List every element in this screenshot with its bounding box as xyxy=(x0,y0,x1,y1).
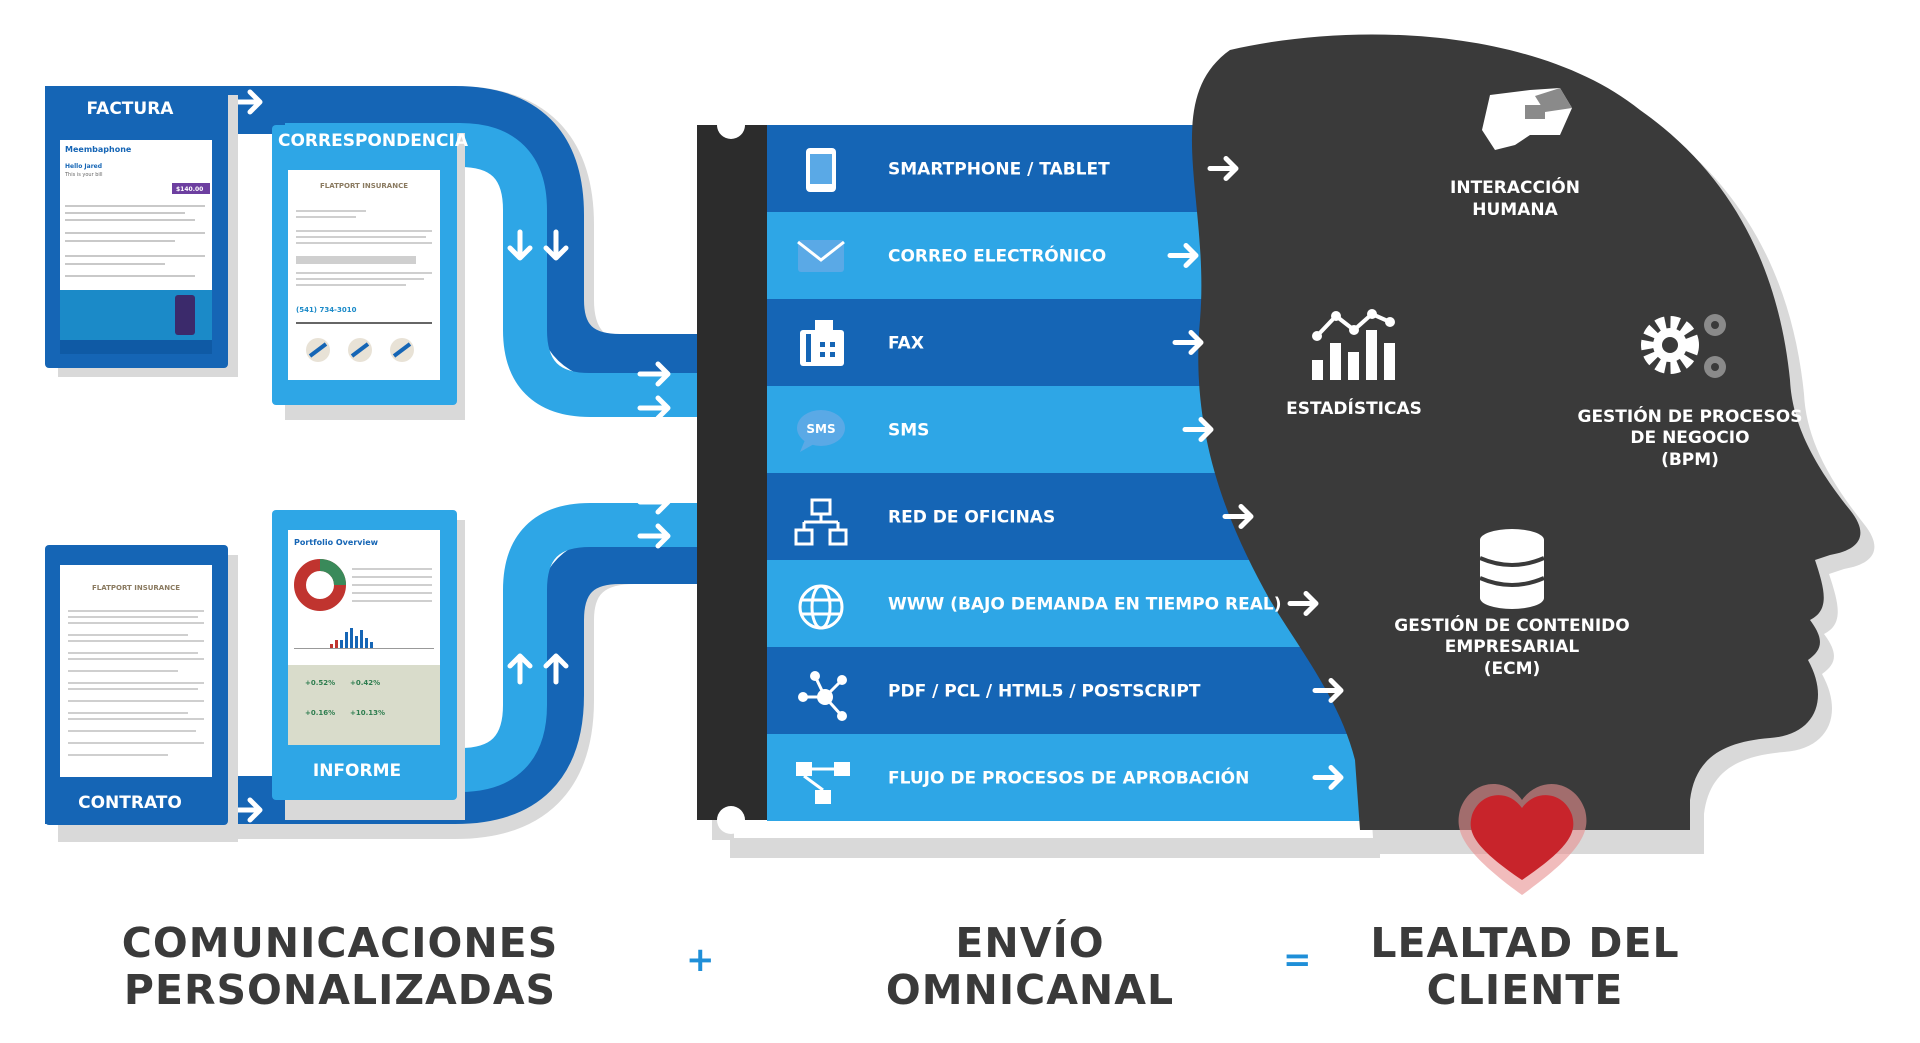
svg-text:SMS: SMS xyxy=(806,422,835,436)
label-informe: INFORME xyxy=(313,761,401,781)
equals-sign: = xyxy=(1283,940,1312,980)
factura-card: Meembaphone Hello Jared This is your bil… xyxy=(45,88,228,368)
report-value-1: +0.52% xyxy=(305,679,335,687)
label-factura: FACTURA xyxy=(87,99,175,119)
database-icon xyxy=(1479,529,1545,609)
label-ecm-2: EMPRESARIAL xyxy=(1445,637,1580,657)
fax-icon xyxy=(800,320,844,366)
title-lealtad: LEALTAD DEL CLIENTE xyxy=(1370,919,1680,1014)
report-value-4: +10.13% xyxy=(350,709,385,717)
channel-label-7: PDF / PCL / HTML5 / POSTSCRIPT xyxy=(888,682,1201,702)
channel-label-3: FAX xyxy=(888,334,924,354)
workflow-icon xyxy=(796,762,850,804)
label-estadisticas: ESTADÍSTICAS xyxy=(1286,397,1422,419)
title-comunicaciones: COMUNICACIONES PERSONALIZADAS xyxy=(121,919,559,1014)
channel-arrow-2 xyxy=(1167,243,1199,268)
smartphone-icon xyxy=(806,148,836,192)
channel-label-1: SMARTPHONE / TABLET xyxy=(888,160,1110,180)
plus-sign: + xyxy=(686,940,715,980)
invoice-amount: $140.00 xyxy=(176,186,203,193)
report-value-3: +0.16% xyxy=(305,709,335,717)
invoice-greeting: Hello Jared xyxy=(65,163,102,170)
channel-arrow-8 xyxy=(1312,765,1344,790)
label-interaccion-1: INTERACCIÓN xyxy=(1450,176,1580,198)
label-bpm-2: DE NEGOCIO xyxy=(1630,428,1749,448)
channel-label-5: RED DE OFICINAS xyxy=(888,508,1055,528)
globe-icon xyxy=(798,584,844,630)
report-title: Portfolio Overview xyxy=(294,538,379,547)
label-contrato: CONTRATO xyxy=(78,793,182,813)
channel-arrow-6 xyxy=(1287,591,1319,616)
channel-label-2: CORREO ELECTRÓNICO xyxy=(888,245,1106,267)
sms-icon: SMS xyxy=(797,410,845,452)
channel-label-6: WWW (BAJO DEMANDA EN TIEMPO REAL) xyxy=(888,595,1281,615)
email-icon xyxy=(797,240,845,272)
informe-card: Portfolio Overview +0.52% +0.42% +0.16% … xyxy=(272,510,457,800)
channel-label-4: SMS xyxy=(888,421,929,441)
letter-phone: (541) 734-3010 xyxy=(296,306,357,314)
gears-icon xyxy=(1641,314,1726,378)
invoice-brand: Meembaphone xyxy=(65,145,132,154)
channel-arrow-1 xyxy=(1207,156,1239,181)
office-network-icon xyxy=(794,498,848,546)
contrato-card: FLATPORT INSURANCE xyxy=(45,545,228,825)
head-silhouette xyxy=(1191,34,1875,854)
pipes xyxy=(45,86,760,839)
label-correspondencia: CORRESPONDENCIA xyxy=(278,131,469,151)
share-nodes-icon xyxy=(798,671,847,721)
contract-brand: FLATPORT INSURANCE xyxy=(92,584,180,592)
title-envio: ENVÍO OMNICANAL xyxy=(885,919,1175,1014)
label-ecm-3: (ECM) xyxy=(1484,659,1541,679)
channel-arrow-7 xyxy=(1312,678,1344,703)
correspondencia-card: FLATPORT INSURANCE (541) 734-3010 xyxy=(272,125,457,405)
label-ecm-1: GESTIÓN DE CONTENIDO xyxy=(1394,614,1629,636)
report-value-2: +0.42% xyxy=(350,679,380,687)
statistics-icon xyxy=(1312,309,1395,380)
pipe-arrows xyxy=(230,89,671,823)
channel-label-8: FLUJO DE PROCESOS DE APROBACIÓN xyxy=(888,767,1249,789)
invoice-sub: This is your bill xyxy=(64,172,103,178)
heart-icon xyxy=(1458,783,1587,895)
channel-arrow-5 xyxy=(1222,504,1254,529)
label-bpm-3: (BPM) xyxy=(1661,450,1719,470)
letter-brand: FLATPORT INSURANCE xyxy=(320,182,408,190)
channel-icons: SMS xyxy=(794,148,850,804)
handshake-icon xyxy=(1482,88,1572,150)
label-bpm-1: GESTIÓN DE PROCESOS xyxy=(1577,405,1802,427)
label-interaccion-2: HUMANA xyxy=(1472,200,1558,220)
channel-arrow-3 xyxy=(1172,330,1204,355)
channel-arrow-4 xyxy=(1182,417,1214,442)
